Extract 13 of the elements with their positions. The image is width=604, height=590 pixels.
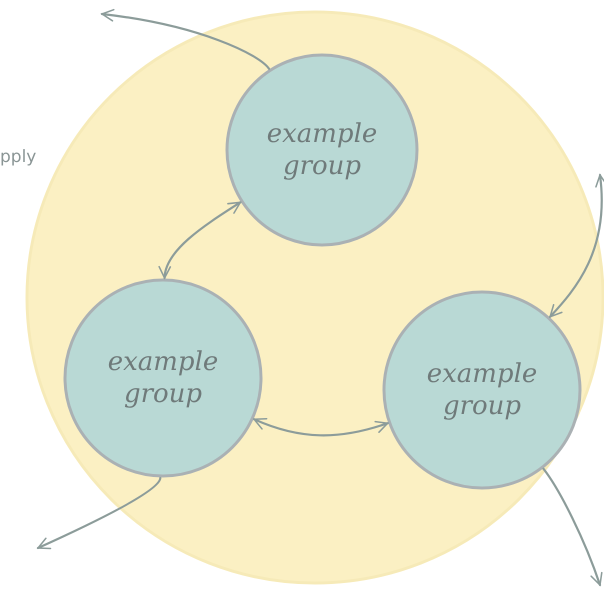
arrow (36, 476, 162, 550)
group-circle (382, 290, 582, 490)
arrow (542, 468, 602, 586)
arrow (160, 201, 242, 280)
node-label: example group (106, 346, 220, 410)
arrow (549, 174, 604, 318)
node-label: example group (426, 358, 538, 422)
arrow (253, 418, 389, 436)
arrow (100, 9, 270, 70)
group-circle (225, 53, 419, 247)
node-label: example group (266, 118, 378, 182)
note-text: pply (0, 147, 36, 167)
group-circle (63, 278, 263, 478)
